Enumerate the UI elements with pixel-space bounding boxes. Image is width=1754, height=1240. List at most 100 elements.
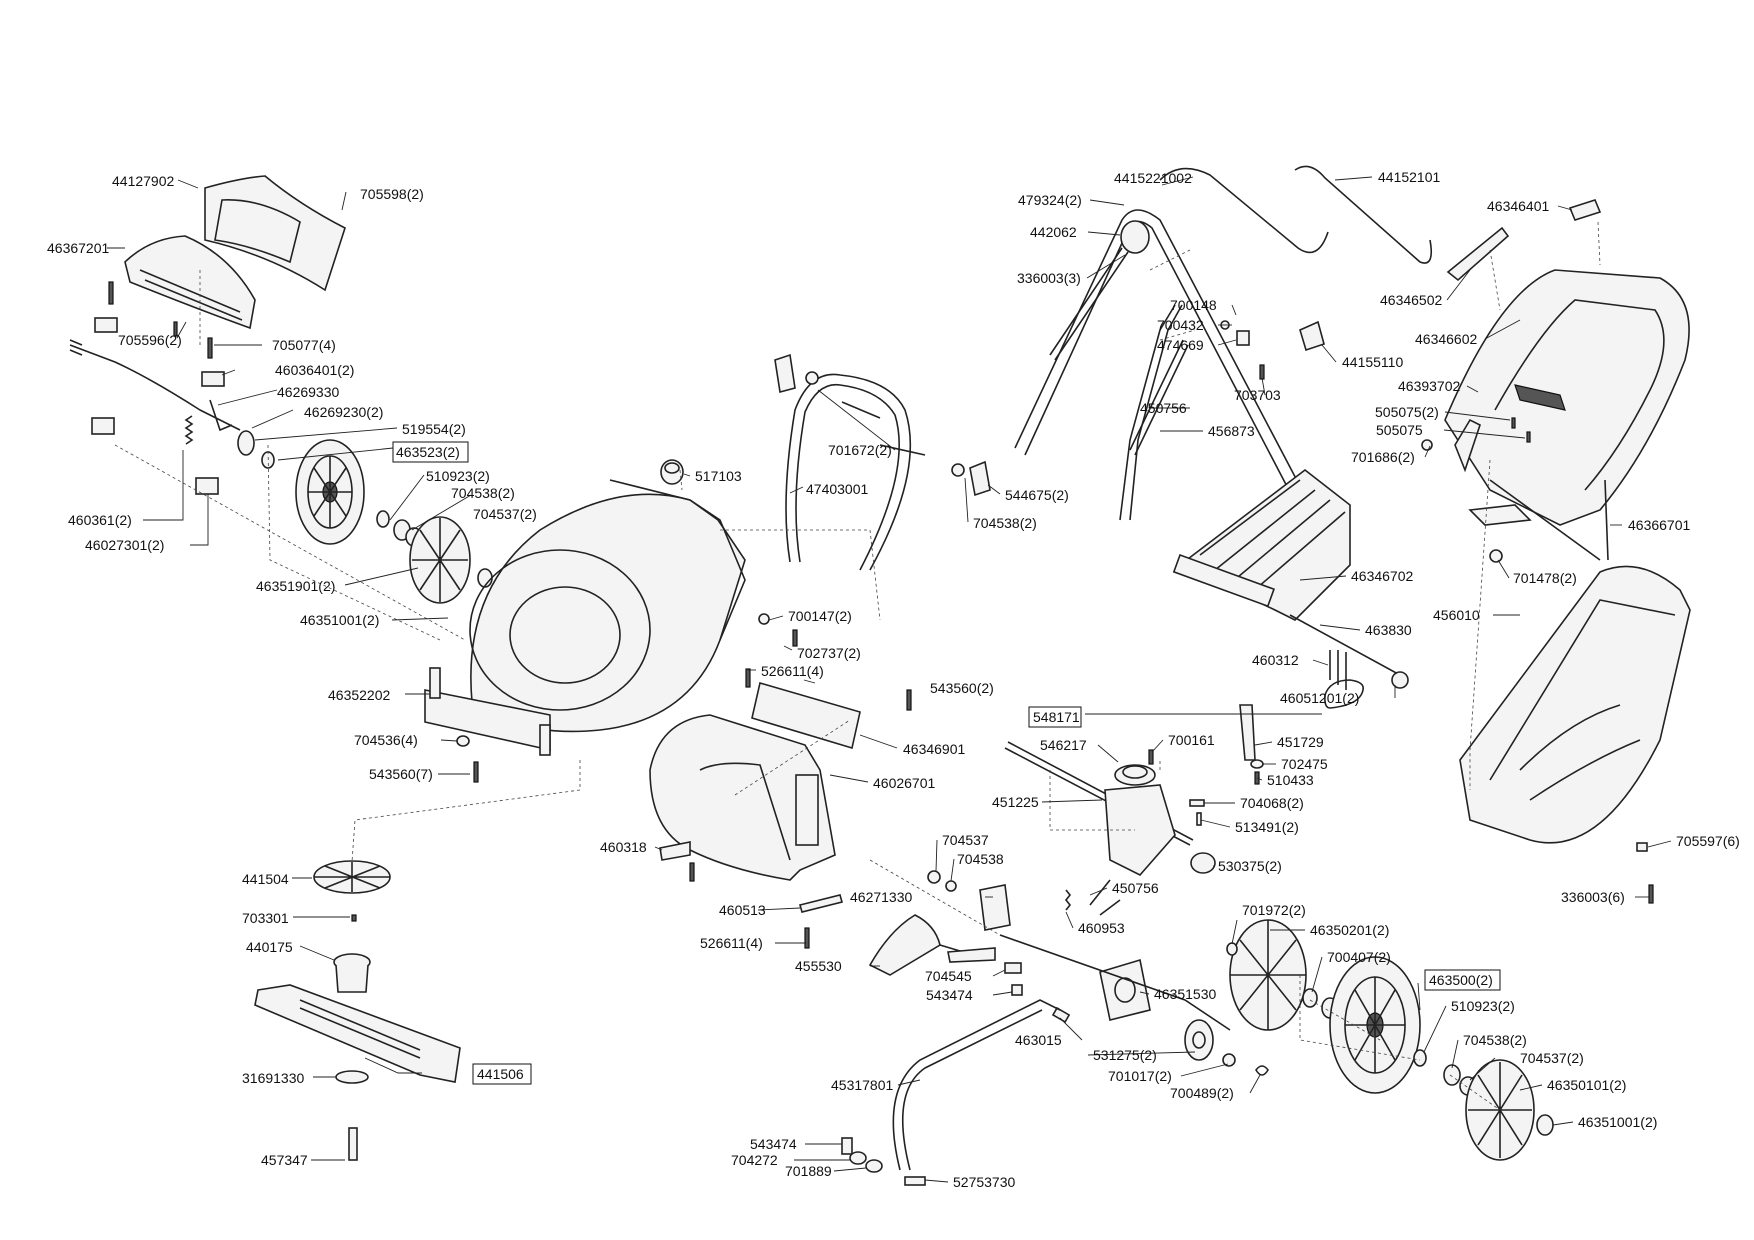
label-548171: 548171	[1033, 709, 1080, 725]
label-4415221002: 4415221002	[1114, 170, 1192, 186]
label-463015: 463015	[1015, 1032, 1062, 1048]
label-543560b: 543560(2)	[930, 680, 994, 696]
label-456010: 456010	[1433, 607, 1480, 623]
label-336003a: 336003(3)	[1017, 270, 1081, 286]
part-labels: 44127902 705598(2) 46367201 705596(2) 70…	[47, 169, 1740, 1190]
label-450756a: 450756	[1140, 400, 1187, 416]
label-701478: 701478(2)	[1513, 570, 1577, 586]
label-45317801: 45317801	[831, 1077, 894, 1093]
label-441506: 441506	[477, 1066, 524, 1082]
label-701686: 701686(2)	[1351, 449, 1415, 465]
height-adjust-lever	[892, 999, 1061, 1171]
label-46269330: 46269330	[277, 384, 340, 400]
label-46351901: 46351901(2)	[256, 578, 335, 594]
label-46393702: 46393702	[1398, 378, 1461, 394]
label-46346901: 46346901	[903, 741, 966, 757]
label-505075b: 505075	[1376, 422, 1423, 438]
label-441504: 441504	[242, 871, 289, 887]
lower-handle	[785, 373, 912, 571]
label-510923b: 510923(2)	[1451, 998, 1515, 1014]
blade-fan	[313, 860, 391, 894]
label-31691330: 31691330	[242, 1070, 305, 1086]
label-463500: 463500(2)	[1429, 972, 1493, 988]
height-spring	[184, 415, 194, 445]
bail-bar	[1159, 167, 1329, 254]
mower-deck	[469, 479, 746, 733]
label-460953: 460953	[1078, 920, 1125, 936]
label-704068: 704068(2)	[1240, 795, 1304, 811]
label-700407: 700407(2)	[1327, 949, 1391, 965]
label-460318: 460318	[600, 839, 647, 855]
label-440175: 440175	[246, 939, 293, 955]
label-544675: 544675(2)	[1005, 487, 1069, 503]
label-456873: 456873	[1208, 423, 1255, 439]
label-460513: 460513	[719, 902, 766, 918]
label-46036401: 46036401(2)	[275, 362, 354, 378]
label-46346702: 46346702	[1351, 568, 1414, 584]
rear-hub-cap-inner	[1229, 919, 1307, 1031]
label-44127902: 44127902	[112, 173, 175, 189]
chute-housing	[649, 714, 836, 881]
label-704272: 704272	[731, 1152, 778, 1168]
rear-flap	[751, 681, 861, 750]
catcher-cover	[1172, 468, 1351, 621]
label-47403001: 47403001	[806, 481, 869, 497]
label-46351530: 46351530	[1154, 986, 1217, 1002]
label-46352202: 46352202	[328, 687, 391, 703]
label-451225: 451225	[992, 794, 1039, 810]
front-axle-rod	[69, 344, 241, 431]
label-460361: 460361(2)	[68, 512, 132, 528]
label-704538a: 704538(2)	[451, 485, 515, 501]
left-brackets	[91, 281, 225, 495]
label-46366701: 46366701	[1628, 517, 1691, 533]
label-702737: 702737(2)	[797, 645, 861, 661]
gearbox	[1104, 764, 1176, 876]
label-46367201: 46367201	[47, 240, 110, 256]
label-46351001a: 46351001(2)	[300, 612, 379, 628]
label-704538d: 704538(2)	[1463, 1032, 1527, 1048]
drive-belt	[1324, 679, 1365, 709]
catcher-frame	[1444, 269, 1690, 526]
label-543474a: 543474	[926, 987, 973, 1003]
label-543474b: 543474	[750, 1136, 797, 1152]
label-46346502: 46346502	[1380, 292, 1443, 308]
assembly-guides	[114, 221, 1601, 1111]
label-702475: 702475	[1281, 756, 1328, 772]
label-705077: 705077(4)	[272, 337, 336, 353]
label-700489: 700489(2)	[1170, 1085, 1234, 1101]
label-526611a: 526611(4)	[761, 663, 824, 679]
label-704538b: 704538(2)	[973, 515, 1037, 531]
label-455530: 455530	[795, 958, 842, 974]
label-704545: 704545	[925, 968, 972, 984]
label-703703: 703703	[1234, 387, 1281, 403]
front-cover	[204, 175, 346, 292]
label-46051201: 46051201(2)	[1280, 690, 1359, 706]
label-700432: 700432	[1157, 317, 1204, 333]
label-457347: 457347	[261, 1152, 308, 1168]
label-510433: 510433	[1267, 772, 1314, 788]
label-530375: 530375(2)	[1218, 858, 1282, 874]
front-wheel-left	[295, 439, 365, 545]
label-531275: 531275(2)	[1093, 1047, 1157, 1063]
label-700148: 700148	[1170, 297, 1217, 313]
label-705596: 705596(2)	[118, 332, 182, 348]
label-705598: 705598(2)	[360, 186, 424, 202]
label-543560a: 543560(7)	[369, 766, 433, 782]
label-704537a: 704537(2)	[473, 506, 537, 522]
label-442062: 442062	[1030, 224, 1077, 240]
label-517103: 517103	[695, 468, 742, 484]
label-460312: 460312	[1252, 652, 1299, 668]
label-46271330: 46271330	[850, 889, 913, 905]
label-701017: 701017(2)	[1108, 1068, 1172, 1084]
hub-cap-left	[409, 516, 471, 604]
label-463830: 463830	[1365, 622, 1412, 638]
label-546217: 546217	[1040, 737, 1087, 753]
label-701889: 701889	[785, 1163, 832, 1179]
label-479324: 479324(2)	[1018, 192, 1082, 208]
label-704536: 704536(4)	[354, 732, 418, 748]
rear-wheel	[1329, 956, 1421, 1094]
label-513491: 513491(2)	[1235, 819, 1299, 835]
height-lever-grip	[868, 914, 941, 976]
blade-adapter	[333, 953, 371, 993]
